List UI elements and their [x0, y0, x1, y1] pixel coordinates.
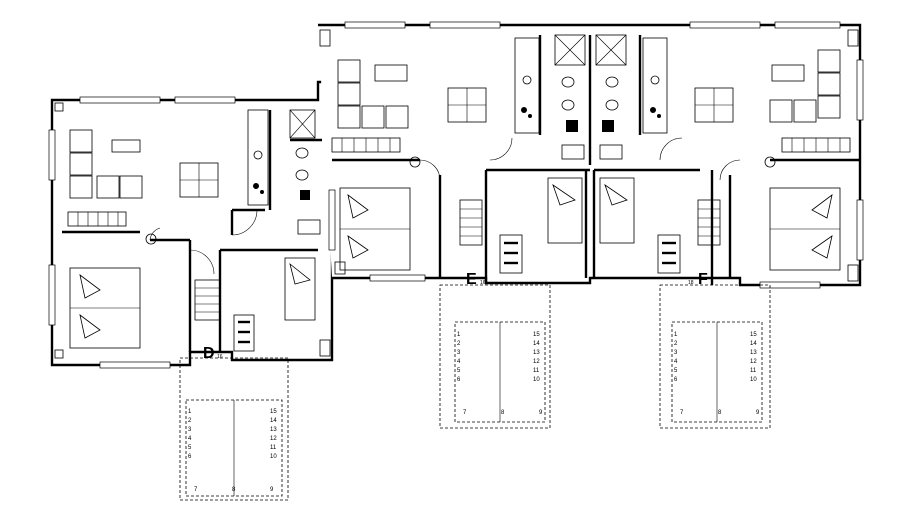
stair-step-number: 5 — [674, 368, 678, 374]
stair-step-number: 14 — [533, 341, 540, 347]
stair-step-number: 11 — [270, 445, 277, 451]
stair-step-number: 12 — [750, 359, 757, 365]
unit-letter-f: F — [698, 271, 708, 288]
stair-step-number: 3 — [674, 350, 678, 356]
stair-step-number: 10 — [750, 377, 757, 383]
exterior-stairs — [179, 284, 771, 501]
stair-step-number: 7 — [194, 487, 198, 493]
stair-step-number: 11 — [750, 368, 757, 374]
columns — [54, 29, 859, 359]
unit-level-f: 18 — [688, 280, 694, 286]
unit-e-furniture — [331, 34, 586, 274]
stair-step-number: 14 — [750, 341, 757, 347]
stair-step-number: 11 — [533, 368, 540, 374]
stair-step-number: 6 — [674, 377, 678, 383]
stair-step-number: 5 — [188, 445, 192, 451]
windows — [48, 21, 864, 369]
stair-step-number: 12 — [270, 436, 277, 442]
stair-step-number: 2 — [188, 418, 192, 424]
unit-labels: D 16 E 16 18 F — [203, 271, 708, 362]
stair-step-number: 3 — [188, 427, 192, 433]
stair-step-number: 8 — [232, 487, 236, 493]
stair-step-number: 13 — [533, 350, 540, 356]
unit-level-e: 16 — [480, 280, 486, 286]
unit-letter-d: D — [203, 345, 215, 362]
stair-step-number: 6 — [188, 454, 192, 460]
stair-step-number: 9 — [270, 487, 274, 493]
stair-step-number: 1 — [457, 332, 461, 338]
stair-step-number: 10 — [533, 377, 540, 383]
stair-step-number: 13 — [750, 350, 757, 356]
stair-step-number: 4 — [188, 436, 192, 442]
stair-step-number: 6 — [457, 377, 461, 383]
unit-letter-e: E — [466, 271, 477, 288]
stair-step-number: 1 — [188, 409, 192, 415]
unit-d-furniture — [67, 109, 321, 352]
stair-step-number: 2 — [457, 341, 461, 347]
stair-step-number: 12 — [533, 359, 540, 365]
stair-step-number: 7 — [463, 410, 467, 416]
stair-step-number: 15 — [750, 332, 757, 338]
stair-step-number: 13 — [270, 427, 277, 433]
stair-step-number: 15 — [533, 332, 540, 338]
stair-step-number: 4 — [457, 359, 461, 365]
stair-step-number: 15 — [270, 409, 277, 415]
unit-f-furniture — [595, 34, 851, 274]
stair-step-number: 9 — [539, 410, 543, 416]
stair-step-number: 5 — [457, 368, 461, 374]
interior-walls — [62, 35, 860, 352]
stair-step-number: 8 — [501, 410, 505, 416]
stair-step-number: 14 — [270, 418, 277, 424]
stair-step-number: 7 — [680, 410, 684, 416]
stair-step-number: 1 — [674, 332, 678, 338]
stair-step-number: 2 — [674, 341, 678, 347]
unit-level-d: 16 — [217, 354, 223, 360]
outer-walls — [50, 23, 862, 367]
stair-step-number: 9 — [756, 410, 760, 416]
stair-step-number: 8 — [718, 410, 722, 416]
stair-step-number: 4 — [674, 359, 678, 365]
stair-step-number: 10 — [270, 454, 277, 460]
stair-step-number: 3 — [457, 350, 461, 356]
